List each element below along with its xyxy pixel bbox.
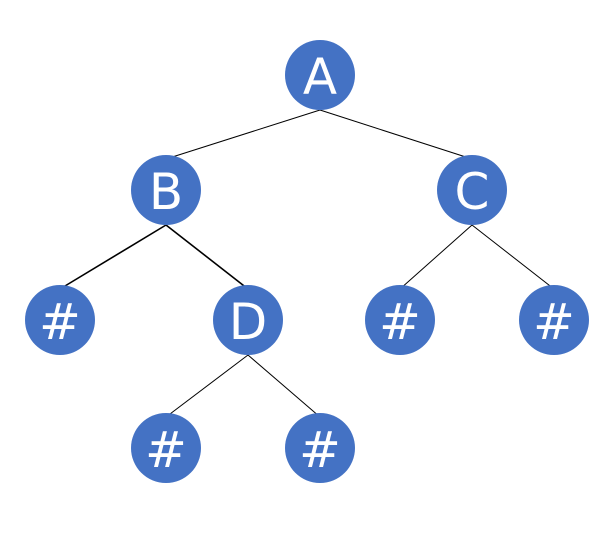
node-circle (285, 40, 355, 110)
node-label: A (303, 48, 337, 106)
node-label: # (39, 293, 81, 351)
tree-node-d-left-null: # (131, 413, 201, 483)
node-circle (519, 285, 589, 355)
edge-B-to-D (165, 224, 249, 290)
node-circle (285, 413, 355, 483)
tree-node-a: A (285, 40, 355, 110)
tree-node-c-left-null: # (365, 285, 435, 355)
edge-D-to-D-right-null (247, 354, 321, 418)
node-circle (213, 285, 283, 355)
node-circle (365, 285, 435, 355)
edge-C-to-C-right-null (471, 224, 555, 290)
node-circle (131, 155, 201, 225)
node-label: # (145, 421, 187, 479)
tree-node-d-right-null: # (285, 413, 355, 483)
node-circle (25, 285, 95, 355)
tree-node-b: B (131, 155, 201, 225)
node-label: D (229, 293, 268, 351)
edge-A-to-C (319, 109, 473, 160)
tree-nodes: A B C # D # # # # (25, 40, 589, 483)
node-circle (437, 155, 507, 225)
node-label: # (533, 293, 575, 351)
tree-node-b-left-null: # (25, 285, 95, 355)
node-circle (131, 413, 201, 483)
node-label: # (379, 293, 421, 351)
edge-B-to-B-left-null (59, 224, 167, 290)
tree-node-c: C (437, 155, 507, 225)
edge-A-to-B (165, 109, 321, 160)
node-label: B (149, 163, 183, 221)
tree-node-c-right-null: # (519, 285, 589, 355)
node-label: C (455, 163, 490, 221)
tree-edges (59, 109, 555, 418)
edge-C-to-C-left-null (399, 224, 473, 290)
tree-node-d: D (213, 285, 283, 355)
node-label: # (299, 421, 341, 479)
edge-D-to-D-left-null (165, 354, 249, 418)
